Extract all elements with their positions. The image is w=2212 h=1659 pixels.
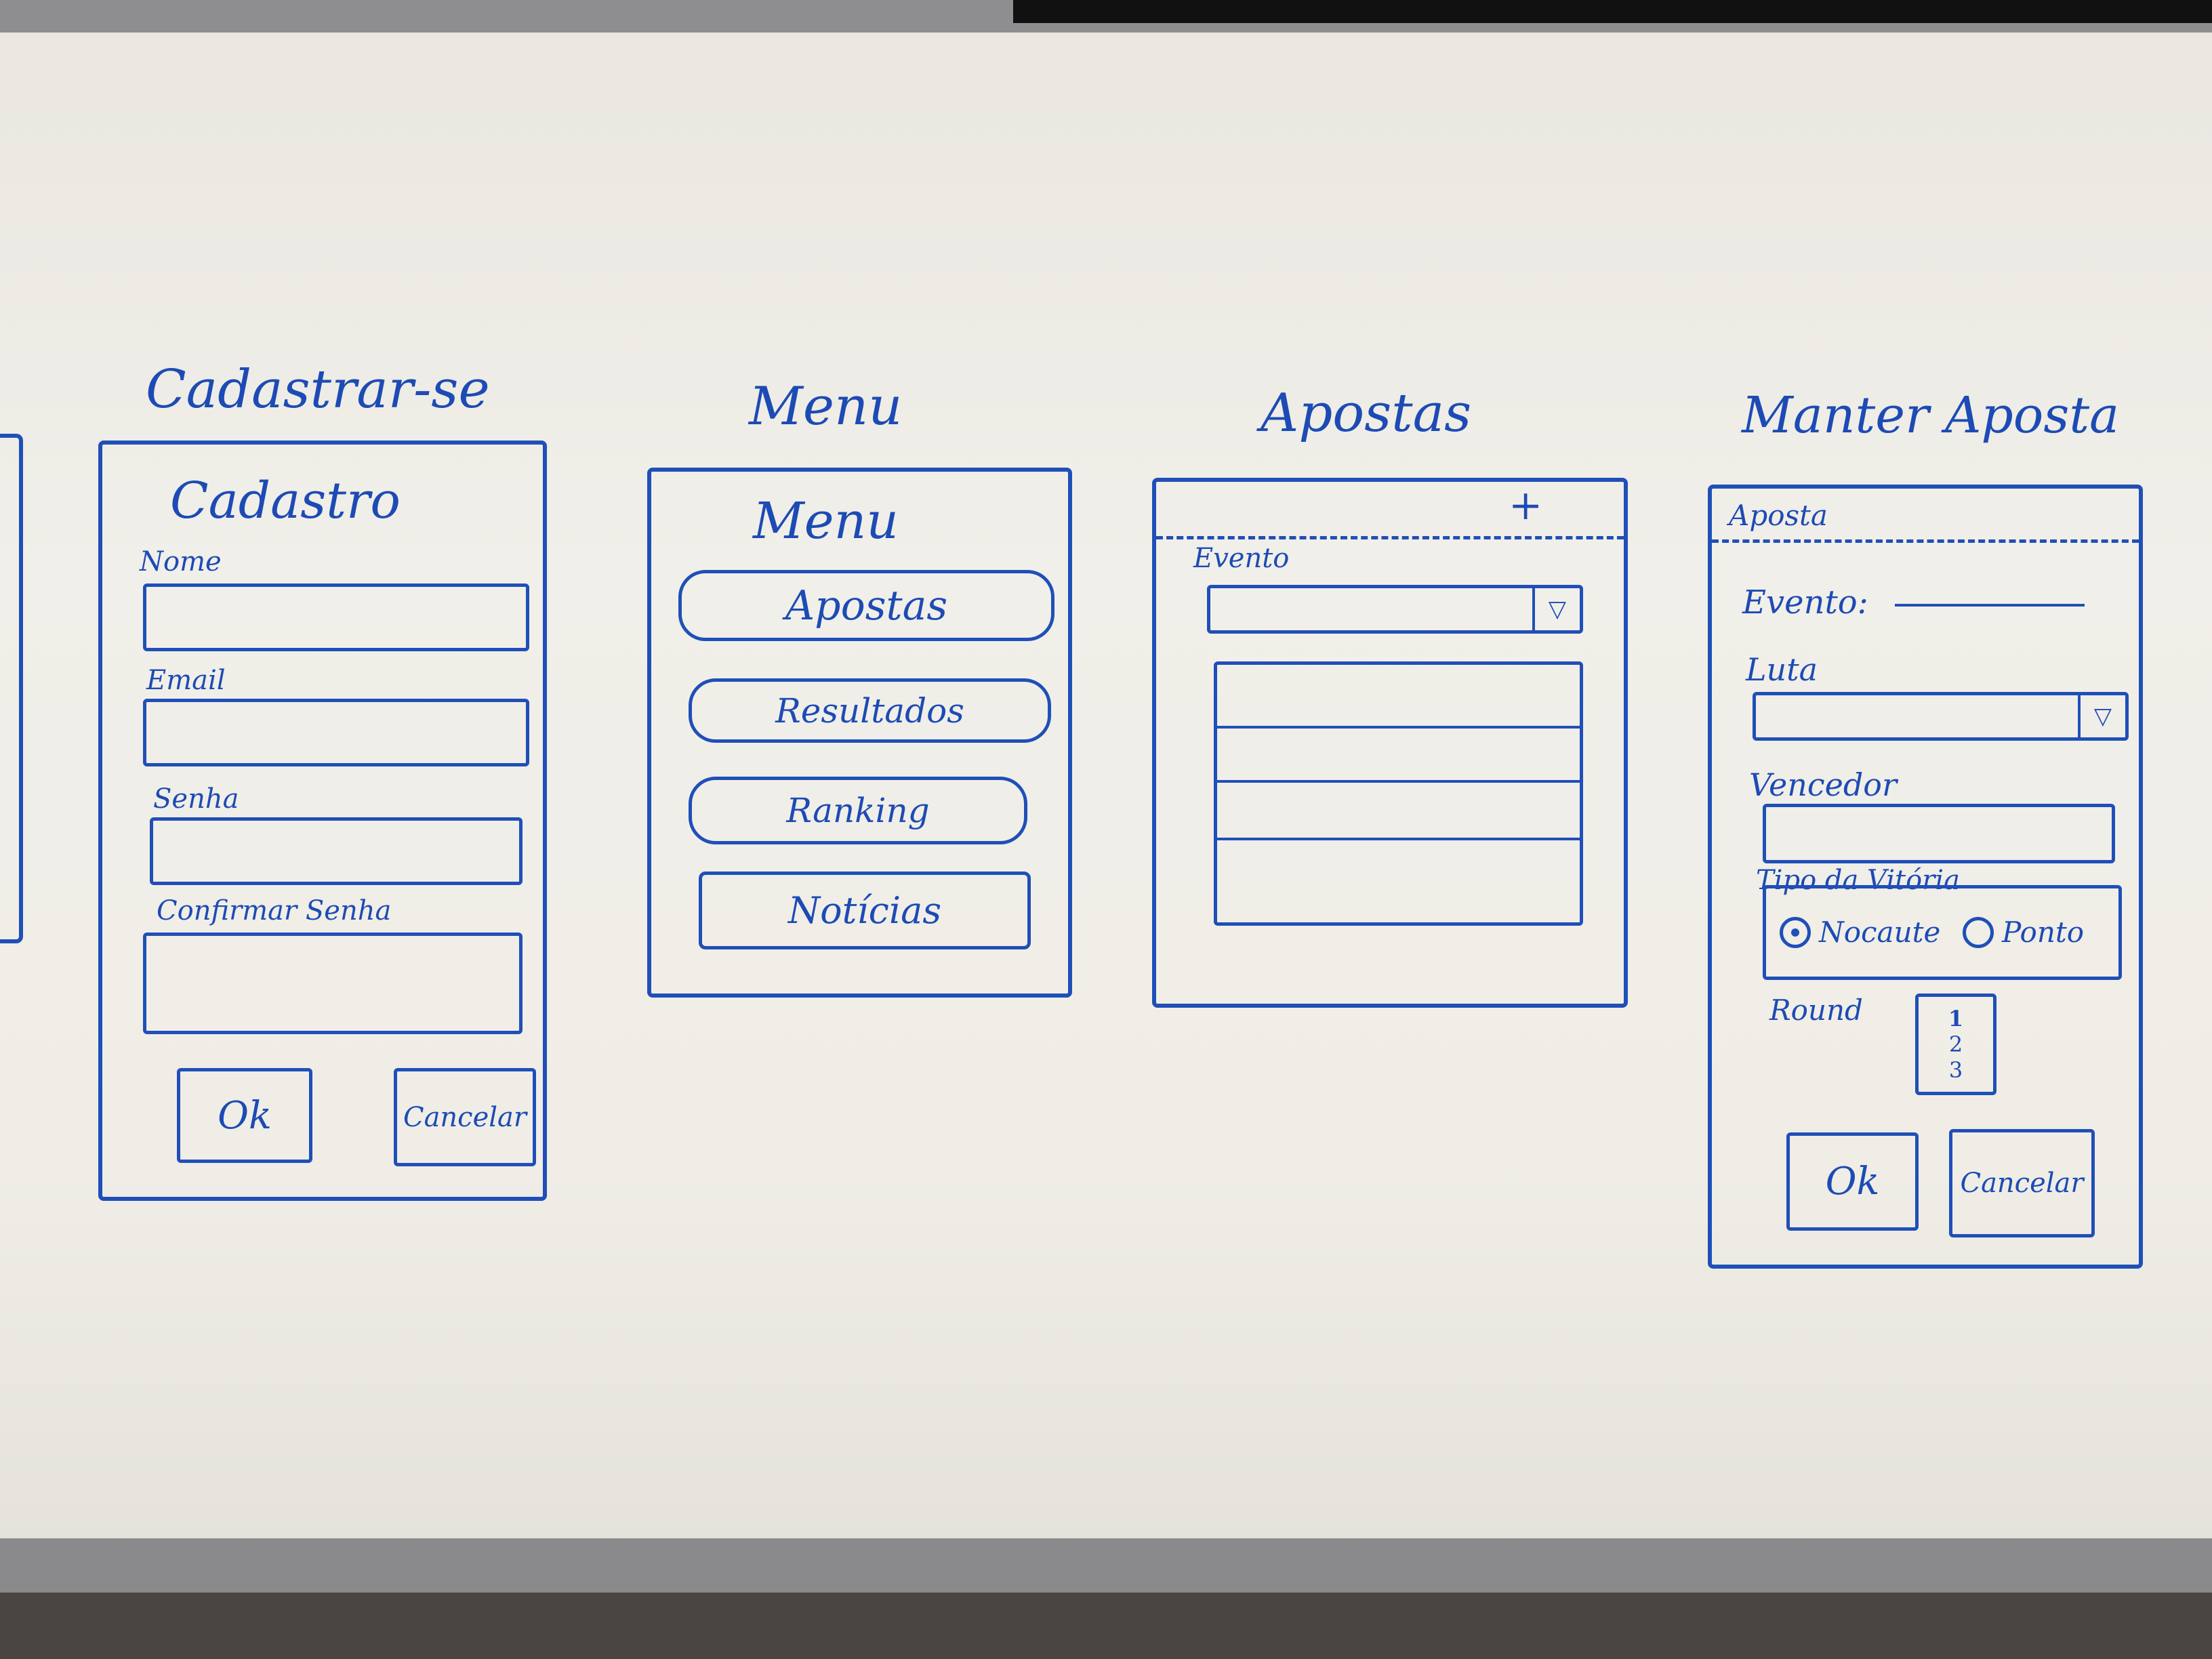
email-input[interactable] [143,699,529,766]
cadastro-title: Cadastro [170,472,401,530]
manter-aposta-heading: Manter Aposta [1742,386,2120,445]
round-option[interactable]: 2 [1948,1031,1963,1057]
senha-input[interactable] [150,817,523,885]
menu-screen: Menu Apostas Resultados Ranking Notícias [647,468,1072,998]
background-dark-area [1013,0,2212,23]
menu-item-apostas[interactable]: Apostas [678,570,1054,641]
field-label-confirmar-senha: Confirmar Senha [157,895,392,926]
vencedor-label: Vencedor [1749,766,1897,803]
chevron-down-icon: ▽ [1532,588,1580,630]
whiteboard-frame-bottom [0,1538,2212,1593]
luta-label: Luta [1746,651,1818,688]
round-label: Round [1769,994,1863,1027]
list-row-divider [1217,780,1580,783]
menu-item-noticias[interactable]: Notícias [699,872,1031,949]
apostas-header-divider [1156,536,1624,539]
ok-button[interactable]: Ok [177,1068,312,1163]
whiteboard [0,33,2212,1551]
vencedor-input[interactable] [1763,804,2115,863]
cadastro-heading: Cadastrar-se [146,359,490,420]
round-select[interactable]: 1 2 3 [1915,994,1996,1095]
aposta-title: Aposta [1729,499,1828,532]
luta-dropdown[interactable]: ▽ [1753,692,2129,741]
menu-item-ranking[interactable]: Ranking [689,777,1027,844]
list-row-divider [1217,838,1580,840]
radio-unselected-icon [1963,916,1994,948]
menu-item-resultados[interactable]: Resultados [689,678,1051,743]
radio-nocaute[interactable]: Nocaute [1780,916,1940,949]
apostas-list [1214,661,1583,926]
cancel-button[interactable]: Cancelar [394,1068,536,1166]
add-icon[interactable]: + [1509,482,1543,529]
cancel-button[interactable]: Cancelar [1949,1129,2095,1237]
apostas-heading: Apostas [1261,383,1472,444]
field-label-senha: Senha [153,783,239,815]
round-option[interactable]: 3 [1948,1057,1963,1083]
apostas-screen: + Evento ▽ [1152,478,1628,1008]
radio-ponto[interactable]: Ponto [1963,916,2084,949]
evento-value-line [1895,604,2085,607]
list-row-divider [1217,726,1580,729]
evento-label: Evento [1193,543,1290,574]
round-option[interactable]: 1 [1948,1006,1964,1031]
partial-screen-sketch-left [0,434,23,943]
tipo-vitoria-group: Nocaute Ponto [1763,885,2122,980]
chevron-down-icon: ▽ [2078,695,2125,737]
aposta-header-divider [1712,539,2139,543]
manter-aposta-screen: Aposta Evento: Luta ▽ Vencedor Tipo da V… [1708,485,2143,1269]
menu-title: Menu [753,492,899,550]
background-floor [0,1593,2212,1659]
tipo-vitoria-label: Tipo da Vitória [1756,865,1960,896]
radio-ponto-label: Ponto [2002,916,2085,949]
cadastro-screen: Cadastro Nome Email Senha Confirmar Senh… [98,441,547,1201]
evento-label: Evento: [1742,583,1868,621]
field-label-nome: Nome [140,546,222,577]
nome-input[interactable] [143,583,529,651]
confirmar-senha-input[interactable] [143,933,523,1034]
radio-selected-icon [1780,916,1811,948]
menu-heading: Menu [749,376,903,437]
field-label-email: Email [146,665,226,696]
ok-button[interactable]: Ok [1786,1132,1919,1231]
evento-dropdown[interactable]: ▽ [1207,585,1583,634]
radio-nocaute-label: Nocaute [1819,916,1941,949]
